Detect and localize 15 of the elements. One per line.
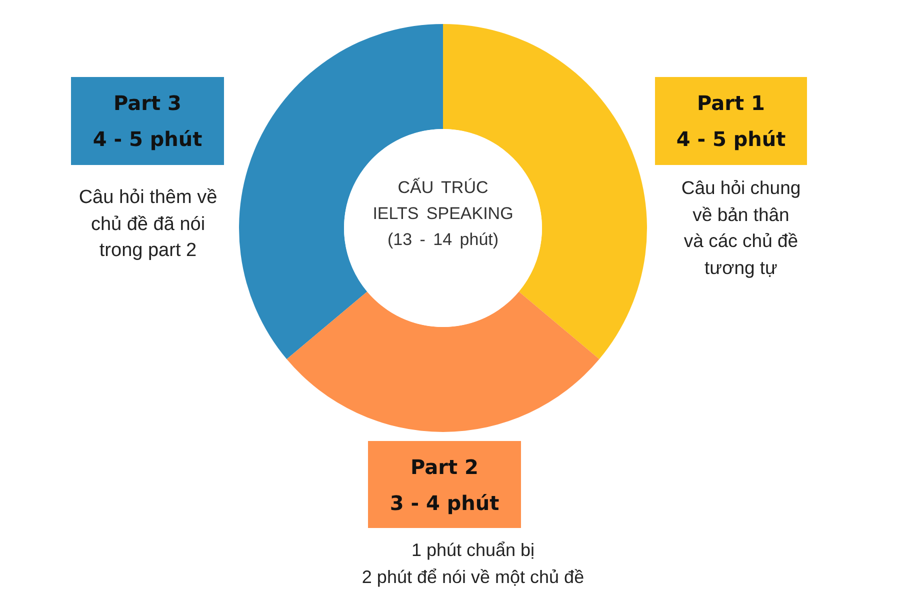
center-title: CẤU TRÚC IELTS SPEAKING (372, 176, 514, 225)
part-title: Part 1 (697, 90, 765, 117)
duration-text: 4 - 5 phút (676, 126, 786, 153)
description-text: Câu hỏi thêm về chủ đề đã nói trong part 2 (78, 186, 218, 263)
part-box (655, 77, 807, 165)
description-text: Câu hỏi chung về bản thân và các chủ đề tương tự (681, 176, 801, 280)
part-title: Part 3 (114, 90, 182, 117)
part-box (71, 77, 224, 165)
duration-text: 4 - 5 phút (92, 126, 202, 153)
part-title: Part 2 (410, 454, 478, 480)
duration-text: 3 - 4 phút (390, 490, 500, 516)
description-text: 2 phút để nói về một chủ đề (360, 566, 586, 589)
total-duration-text: (13 - 14 phút) (386, 229, 500, 251)
description-text: 1 phút chuẩn bị (410, 539, 536, 562)
part-box (368, 441, 521, 528)
